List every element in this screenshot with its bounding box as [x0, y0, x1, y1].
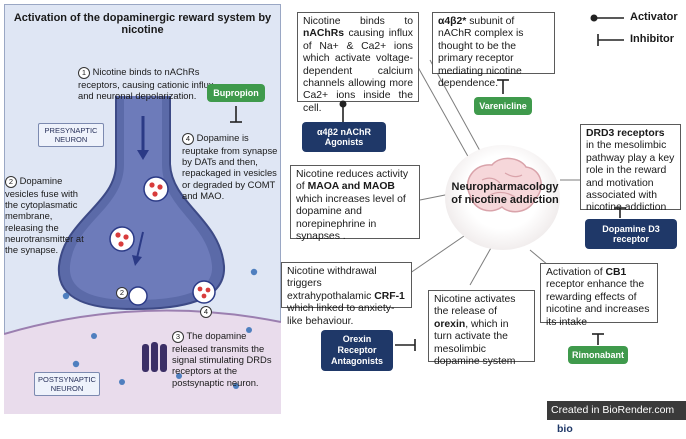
panel-title: Activation of the dopaminergic reward sy…: [13, 12, 272, 36]
bupropion-pill: Bupropion: [207, 84, 265, 102]
a4b2-box: α4β2* subunit of nAChR complex is though…: [432, 12, 555, 89]
step-4-text: 4 Dopamine is reuptake from synapse by D…: [182, 132, 278, 201]
nicotine-particles: [62, 268, 258, 389]
crf-box: Nicotine withdrawal triggers extrahypoth…: [281, 262, 412, 327]
postsynaptic-membrane: [4, 309, 281, 335]
orexin-antagonists-pill: Orexin Receptor Antagonists: [321, 330, 393, 371]
legend-symbols: [590, 14, 624, 46]
dopamine-d3-pill: Dopamine D3 receptor: [585, 219, 677, 249]
nachr-box: Nicotine binds to nAChRs causing influx …: [297, 12, 419, 114]
dopamine-vesicle: [143, 176, 169, 202]
drd3-box: DRD3 receptors in the mesolimbic pathway…: [580, 124, 681, 213]
postsynaptic-label: POSTSYNAPTIC NEURON: [34, 372, 100, 396]
varenicline-pill: Varenicline: [474, 97, 532, 115]
fusing-vesicle: [128, 286, 148, 306]
step-marker-4: 4: [200, 306, 212, 318]
legend-inhibitor: Inhibitor: [630, 33, 674, 45]
legend-activator: Activator: [630, 11, 678, 23]
step-marker-2: 2: [116, 287, 128, 299]
biorender-credit: Created in BioRender.combio: [547, 401, 686, 436]
rimonabant-pill: Rimonabant: [568, 346, 628, 364]
a4b2-agonists-pill: α4β2 nAChR Agonists: [302, 122, 386, 152]
dopamine-vesicle: [109, 226, 135, 252]
inhibitor-mark: [230, 106, 242, 123]
step-number: 3: [172, 331, 184, 343]
brain-icon: [466, 157, 542, 213]
inhibitor-marks: [339, 79, 626, 351]
orexin-box: Nicotine activates the release of orexin…: [428, 290, 535, 367]
step-3-text: 3 The dopamine released transmits the si…: [172, 330, 272, 388]
step-1-text: 1 Nicotine binds to nAChRs receptors, ca…: [78, 66, 214, 102]
biorender-logo: bio: [555, 422, 575, 436]
cb1-box: Activation of CB1 receptor enhance the r…: [540, 263, 658, 328]
maoa-box: Nicotine reduces activity of MAOA and MA…: [290, 165, 420, 242]
dopamine-vesicle: [192, 280, 216, 304]
presynaptic-label: PRESYNAPTIC NEURON: [38, 123, 104, 147]
center-title: Neuropharmacology of nicotine addiction: [451, 181, 559, 206]
nachr-receptor: [142, 342, 167, 372]
step-2-text: 2 Dopamine vesicles fuse with the cytopl…: [5, 175, 84, 256]
